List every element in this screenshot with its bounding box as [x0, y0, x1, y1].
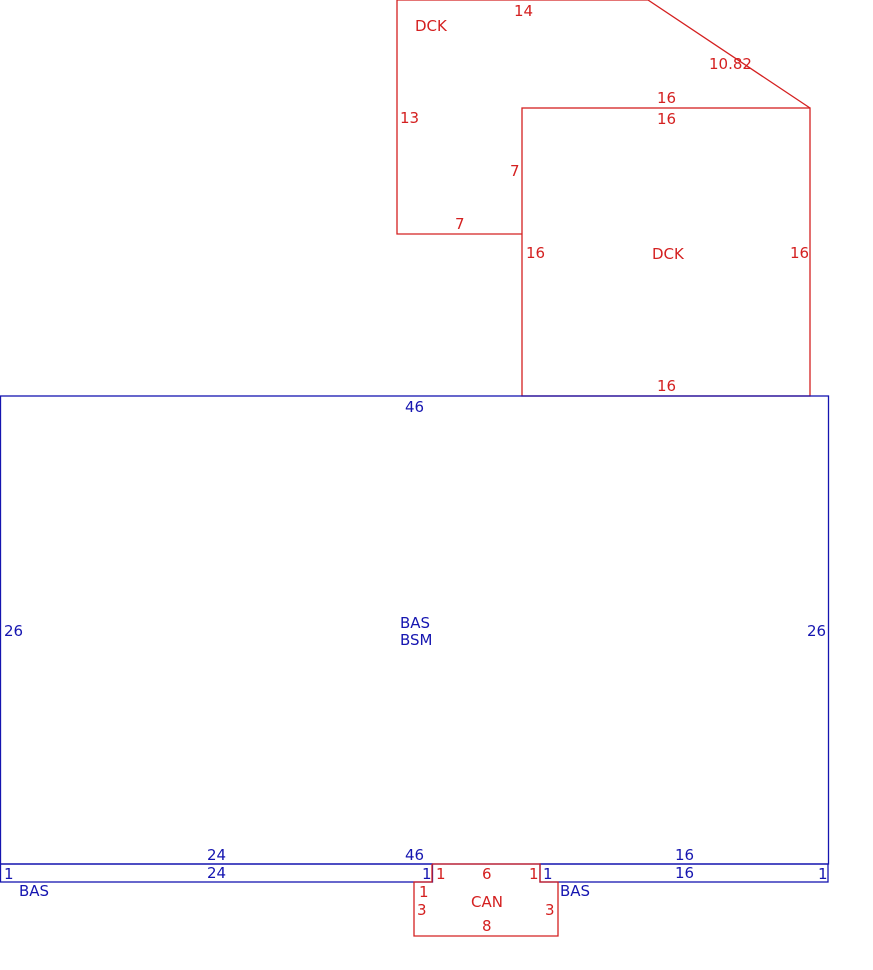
canopy-area-label: CAN [471, 893, 503, 911]
main-dim-left: 26 [4, 622, 23, 640]
right-strip-dim-top: 16 [675, 846, 694, 864]
canopy-outline [413, 863, 559, 937]
right-strip-dim-left: 1 [543, 865, 553, 883]
deck-right-dim-top-inner: 16 [657, 110, 676, 128]
right-strip-area-label: BAS [560, 882, 590, 900]
left-strip-dim-right: 1 [422, 865, 432, 883]
canopy-dim-left-upper: 1 [419, 883, 429, 901]
main-dim-bottom: 46 [405, 846, 424, 864]
canopy-dim-right-lower: 3 [545, 901, 555, 919]
canopy-dim-bottom: 8 [482, 917, 492, 935]
left-strip-dim-left: 1 [4, 865, 14, 883]
left-strip-area: BAS 24 24 1 1 [0, 846, 434, 900]
left-strip-dim-bottom: 24 [207, 864, 226, 882]
deck-right-dim-left: 16 [526, 244, 545, 262]
main-area-label-bsm: BSM [400, 631, 433, 649]
right-strip-dim-right: 1 [818, 865, 828, 883]
canopy-dim-notch-right: 1 [529, 865, 539, 883]
deck-upper-area-label: DCK [415, 17, 448, 35]
deck-right-dim-bottom: 16 [657, 377, 676, 395]
deck-upper-dim-bottom: 7 [455, 215, 465, 233]
main-dim-top: 46 [405, 398, 424, 416]
canopy-area: CAN 6 8 1 3 3 1 1 [413, 863, 559, 937]
deck-right-dim-top-outer: 16 [657, 89, 676, 107]
right-strip-dim-bottom: 16 [675, 864, 694, 882]
left-strip-area-label: BAS [19, 882, 49, 900]
main-dim-right: 26 [807, 622, 826, 640]
deck-right-dim-right: 16 [790, 244, 809, 262]
deck-upper-section: DCK 14 10.82 13 7 7 [396, 0, 811, 235]
left-strip-dim-top: 24 [207, 846, 226, 864]
canopy-dim-top: 6 [482, 865, 492, 883]
right-strip-area: BAS 16 16 1 1 [539, 846, 829, 900]
deck-upper-dim-top: 14 [514, 2, 533, 20]
deck-upper-dim-left: 13 [400, 109, 419, 127]
canopy-dim-notch-left: 1 [436, 865, 446, 883]
canopy-dim-left-lower: 3 [417, 901, 427, 919]
deck-right-section: DCK 16 16 16 16 16 [521, 89, 811, 397]
deck-upper-outline [396, 0, 811, 235]
main-living-area: BAS BSM 46 26 26 46 [0, 395, 830, 865]
deck-upper-dim-inner: 7 [510, 162, 520, 180]
deck-right-area-label: DCK [652, 245, 685, 263]
deck-upper-dim-diagonal: 10.82 [709, 55, 752, 73]
main-area-label-bas: BAS [400, 614, 430, 632]
